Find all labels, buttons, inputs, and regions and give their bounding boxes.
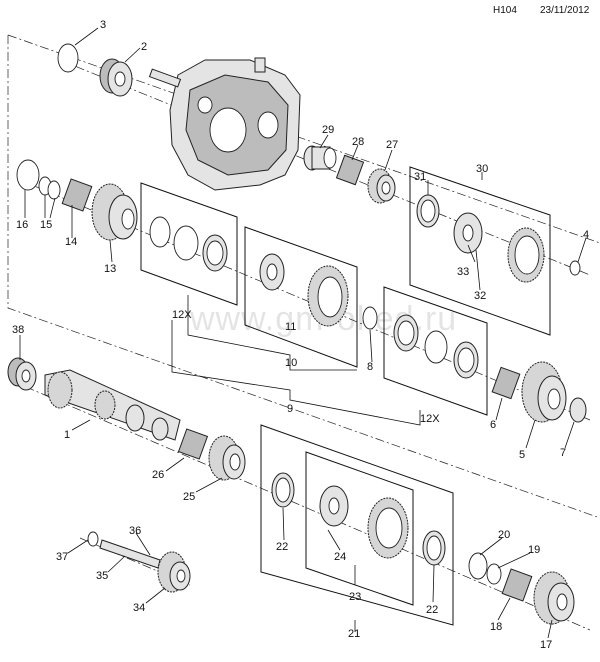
synchro-rings-lower bbox=[393, 314, 479, 379]
part-13-gear bbox=[91, 183, 138, 241]
callout-30: 30 bbox=[476, 163, 488, 175]
callout-8: 8 bbox=[367, 361, 373, 373]
part-22-synchro-ring-right bbox=[422, 530, 446, 566]
callout-31: 31 bbox=[414, 171, 426, 183]
callout-25: 25 bbox=[183, 491, 195, 503]
callout-10: 10 bbox=[285, 357, 297, 369]
part-23-synchronizer bbox=[319, 485, 409, 559]
part-6-needle-bearing bbox=[491, 366, 521, 400]
part-19-ring bbox=[486, 563, 502, 585]
callout-18: 18 bbox=[490, 621, 502, 633]
callout-15: 15 bbox=[40, 219, 52, 231]
part-29-bushing bbox=[303, 145, 337, 171]
callout-3: 3 bbox=[100, 19, 106, 31]
callout-9: 9 bbox=[287, 403, 293, 415]
callout-32: 32 bbox=[474, 290, 486, 302]
callout-36: 36 bbox=[129, 525, 141, 537]
group-box-30 bbox=[409, 166, 551, 336]
callout-1: 1 bbox=[64, 429, 70, 441]
part-4-circlip bbox=[569, 260, 581, 276]
callout-labels: 3 2 29 28 27 30 31 4 16 15 14 13 33 32 1… bbox=[12, 19, 589, 651]
part-28-needle-bearing bbox=[335, 154, 365, 186]
callout-16: 16 bbox=[16, 219, 28, 231]
callout-21: 21 bbox=[348, 628, 360, 640]
callout-6: 6 bbox=[490, 419, 496, 431]
callout-20: 20 bbox=[498, 529, 510, 541]
callout-23: 23 bbox=[349, 591, 361, 603]
callout-12x-upper: 12X bbox=[172, 309, 192, 321]
part-11-synchronizer bbox=[259, 253, 349, 327]
part-30-synchronizer-assembly bbox=[416, 194, 545, 283]
part-3-snap-ring bbox=[57, 43, 79, 73]
part-7-ring bbox=[569, 397, 587, 423]
part-22-synchro-ring-left bbox=[271, 472, 295, 508]
part-26-needle-bearing bbox=[177, 428, 209, 460]
diagram-code: H104 bbox=[493, 5, 517, 16]
callout-22-right: 22 bbox=[426, 604, 438, 616]
outer-frame bbox=[7, 34, 600, 519]
callout-13: 13 bbox=[104, 263, 116, 275]
callout-38: 38 bbox=[12, 324, 24, 336]
callout-14: 14 bbox=[65, 236, 77, 248]
part-8-ring bbox=[362, 306, 378, 330]
callout-37: 37 bbox=[56, 551, 68, 563]
part-15-washer-b bbox=[47, 180, 61, 200]
part-1-input-shaft bbox=[44, 369, 181, 441]
callout-17: 17 bbox=[540, 639, 552, 651]
callout-27: 27 bbox=[386, 139, 398, 151]
bracket-9 bbox=[171, 320, 421, 426]
leader-lines bbox=[19, 27, 587, 639]
group-box-12x-upper bbox=[140, 182, 238, 306]
part-14-needle-bearing bbox=[61, 178, 93, 212]
synchro-rings-upper bbox=[149, 216, 228, 272]
diagram-date: 23/11/2012 bbox=[540, 5, 590, 16]
callout-12x-lower: 12X bbox=[420, 413, 440, 425]
output-axis-line bbox=[79, 537, 191, 586]
part-35-shaft bbox=[99, 539, 161, 569]
callout-28: 28 bbox=[352, 136, 364, 148]
part-18-needle-bearing bbox=[501, 568, 533, 602]
callout-34: 34 bbox=[133, 602, 145, 614]
callout-19: 19 bbox=[528, 544, 540, 556]
part-37-washer bbox=[87, 531, 99, 547]
group-box-23 bbox=[305, 451, 414, 606]
transmission-housing bbox=[148, 57, 301, 191]
part-34-gear bbox=[157, 551, 191, 593]
part-20-ring bbox=[468, 552, 488, 580]
callout-22-left: 22 bbox=[276, 541, 288, 553]
callout-29: 29 bbox=[322, 124, 334, 136]
callout-26: 26 bbox=[152, 469, 164, 481]
callout-11: 11 bbox=[285, 321, 296, 333]
part-25-gear bbox=[208, 435, 246, 481]
callout-35: 35 bbox=[96, 570, 108, 582]
lower-axis-line bbox=[9, 379, 591, 631]
group-box-21 bbox=[260, 424, 454, 626]
callout-2: 2 bbox=[141, 41, 147, 53]
part-2-bearing bbox=[99, 58, 133, 97]
part-38-bearing bbox=[7, 357, 37, 391]
group-box-12x-lower bbox=[383, 286, 488, 416]
group-box-11 bbox=[244, 226, 358, 368]
bracket-10 bbox=[187, 295, 357, 371]
callout-24: 24 bbox=[334, 551, 346, 563]
callout-33: 33 bbox=[457, 266, 469, 278]
callout-7: 7 bbox=[560, 447, 566, 459]
part-16-ring bbox=[16, 159, 40, 191]
callout-5: 5 bbox=[519, 449, 525, 461]
part-5-gear bbox=[521, 361, 567, 423]
part-27-gear bbox=[367, 168, 396, 204]
callout-4: 4 bbox=[583, 229, 589, 241]
part-17-gear bbox=[533, 571, 575, 625]
